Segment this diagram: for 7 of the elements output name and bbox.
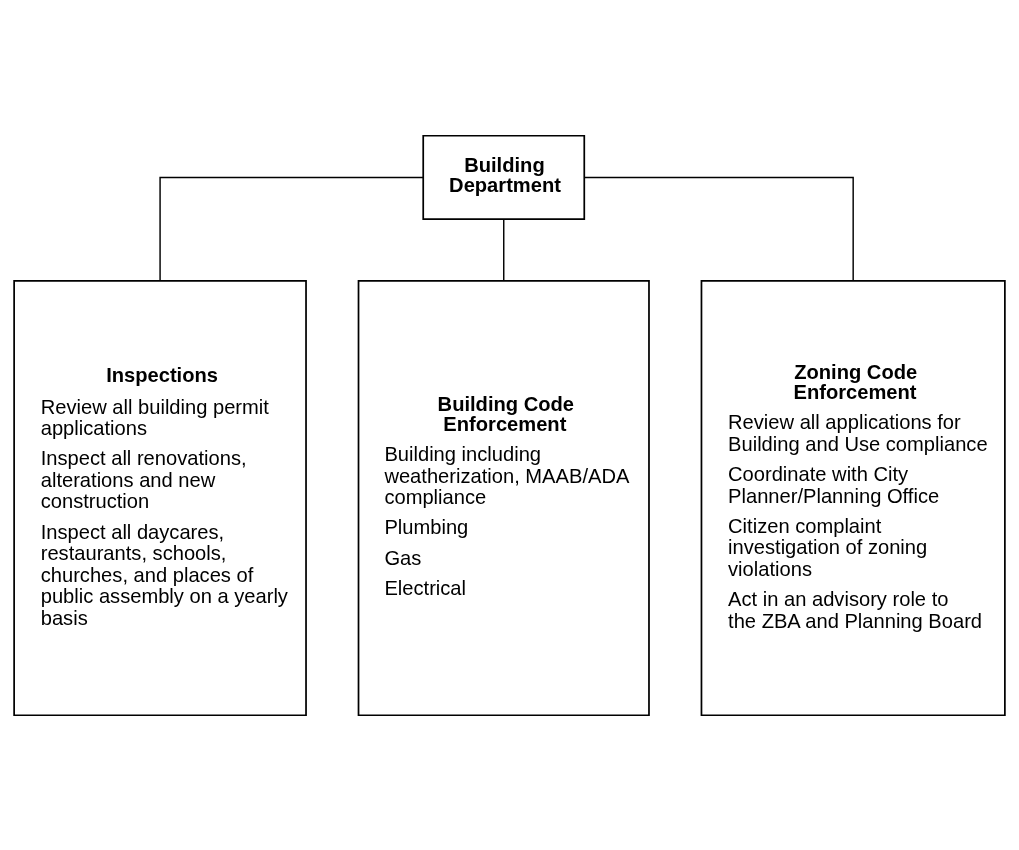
- node-box: Inspections Review all building permit applications Inspect all renovations, alterations and new construction Inspect all daycares, restaurants, schools, churches, and places of public assembly on a yearly basis: [13, 279, 307, 716]
- node-box: Building Department: [422, 134, 586, 220]
- connector: [159, 176, 424, 281]
- connector: [503, 218, 505, 281]
- node-box: Zoning Code Enforcement Review all applications for Building and Use compliance Coordinate with City Planner/Planning Office Citizen complaint investigation of zoning violations Act in an advisory role to the ZBA and Planning Board: [700, 279, 1006, 716]
- connector: [583, 176, 854, 281]
- node-box: Building Code Enforcement Building including weatherization, MAAB/ADA compliance Plumbing Gas Electrical: [357, 279, 650, 716]
